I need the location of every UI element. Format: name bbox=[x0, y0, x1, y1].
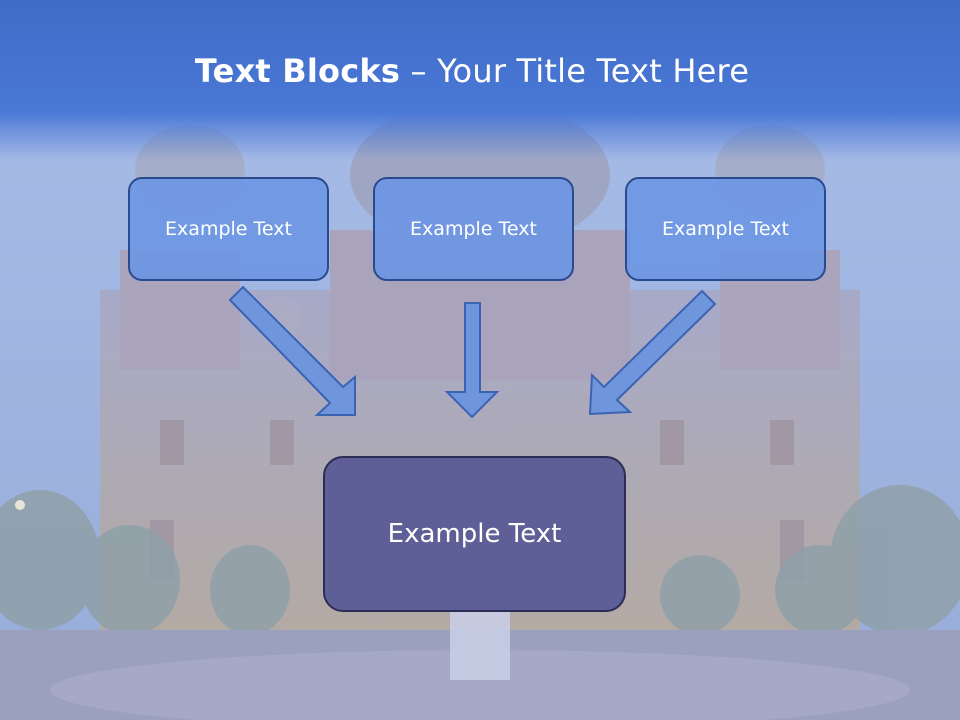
main-text-block-label: Example Text bbox=[387, 519, 562, 549]
text-block-3: Example Text bbox=[625, 177, 826, 281]
main-text-block: Example Text bbox=[323, 456, 626, 612]
arrow-right bbox=[588, 289, 717, 416]
text-block-3-label: Example Text bbox=[662, 218, 789, 240]
arrow-center bbox=[444, 302, 500, 419]
arrow-left bbox=[228, 285, 356, 416]
text-block-2: Example Text bbox=[373, 177, 574, 281]
title-separator: – bbox=[400, 52, 438, 90]
slide-title: Text Blocks – Your Title Text Here bbox=[0, 52, 944, 90]
text-block-1-label: Example Text bbox=[165, 218, 292, 240]
text-block-1: Example Text bbox=[128, 177, 329, 281]
title-rest: Your Title Text Here bbox=[437, 52, 750, 90]
title-band bbox=[0, 0, 960, 160]
text-block-2-label: Example Text bbox=[410, 218, 537, 240]
title-bold-part: Text Blocks bbox=[194, 52, 401, 90]
